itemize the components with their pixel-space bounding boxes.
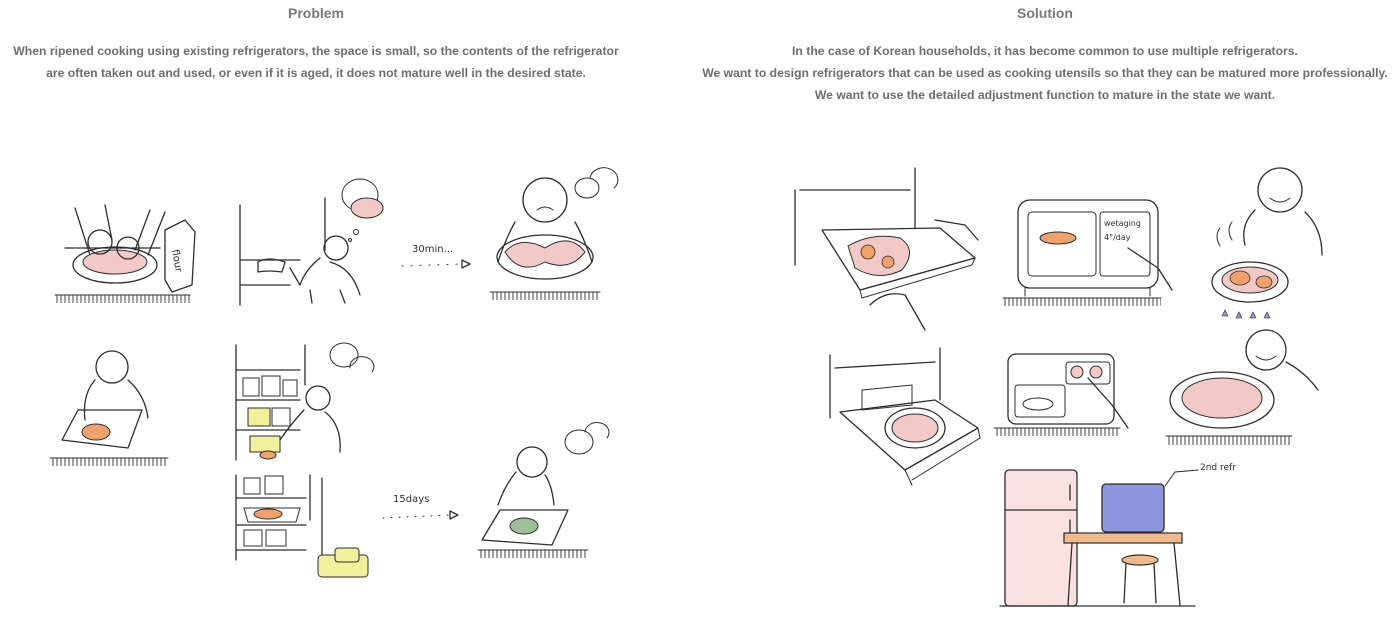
- sketch-fridge-touchscreen: wetaging 4°/day: [1002, 199, 1173, 306]
- sketch-fridge-stored-meat: [235, 474, 369, 578]
- screen-text-temp: 4°/day: [1104, 233, 1131, 242]
- sketch-sad-person-ruined-meat: [489, 167, 619, 300]
- sketch-cluttered-fridge: [235, 342, 375, 461]
- sketch-happy-person-aged-meat: [1165, 329, 1319, 445]
- flour-label: flour: [169, 249, 184, 274]
- problem-title: Problem: [287, 5, 344, 21]
- time-30min-label: 30min...: [412, 244, 453, 255]
- solution-line-1: In the case of Korean households, it has…: [792, 44, 1298, 58]
- sketch-person-at-fridge: [239, 178, 384, 306]
- solution-title: Solution: [1017, 5, 1073, 21]
- second-refrigerator-label: 2nd refr: [1200, 463, 1236, 473]
- sketch-fridge-dials: [993, 353, 1129, 436]
- solution-line-2: We want to design refrigerators that can…: [702, 66, 1388, 80]
- problem-line-2: are often taken out and used, or even if…: [46, 66, 586, 80]
- sketch-second-refrigerator-room: 2nd refr: [999, 463, 1236, 607]
- sketch-pullout-tray: [794, 167, 979, 331]
- screen-text-aging: wetaging: [1104, 219, 1141, 228]
- time-15days-label: 15days: [393, 494, 429, 505]
- sketch-sad-person-moldy-meat: [477, 422, 610, 558]
- sketch-person-cutting-meat: [49, 350, 169, 466]
- sketch-flour-coating: flour: [54, 204, 196, 303]
- sketch-cooking-stove: [1211, 167, 1323, 319]
- arrow-30min: 30min...: [401, 244, 471, 269]
- solution-line-3: We want to use the detailed adjustment f…: [814, 88, 1276, 102]
- solution-description: In the case of Korean households, it has…: [690, 40, 1400, 106]
- sketch-drawer-bowl: [829, 347, 981, 486]
- problem-line-1: When ripened cooking using existing refr…: [13, 44, 619, 58]
- problem-description: When ripened cooking using existing refr…: [0, 40, 632, 84]
- arrow-15days: 15days: [382, 494, 459, 520]
